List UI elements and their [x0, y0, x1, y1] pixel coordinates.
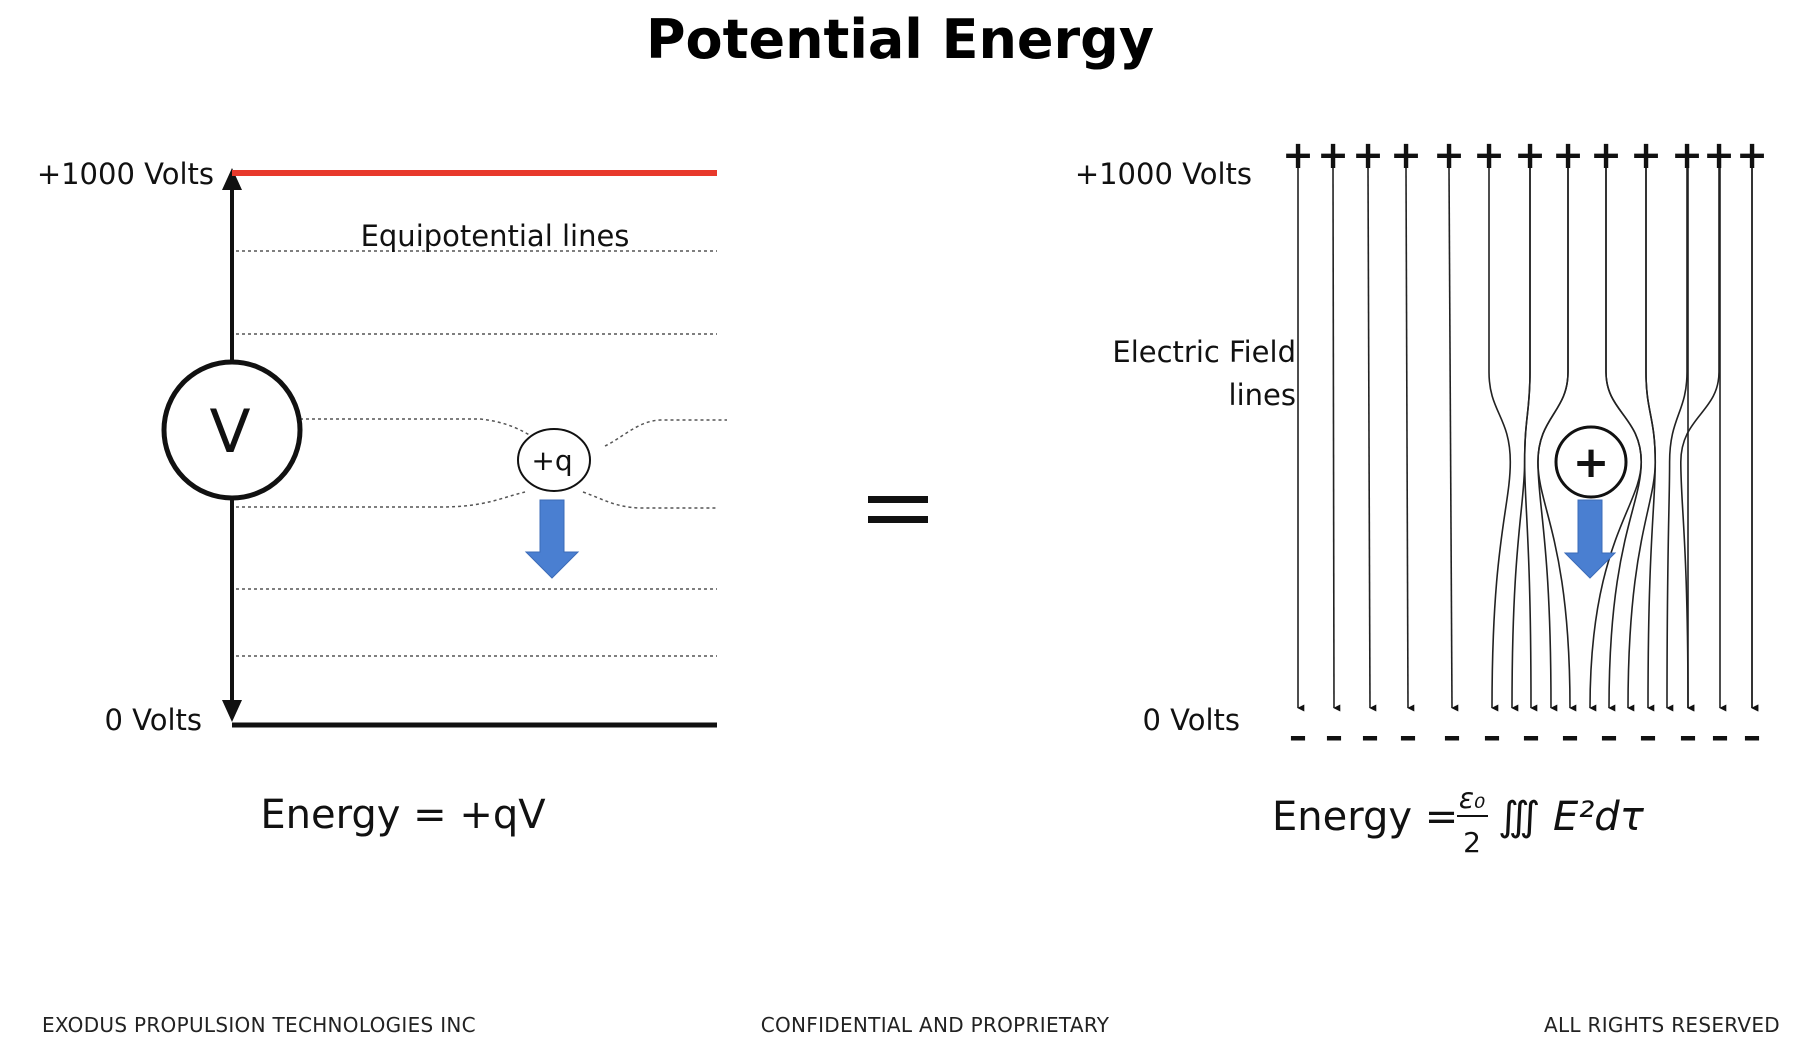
equals-sign — [868, 496, 928, 523]
energy-prefix: Energy = — [1272, 794, 1471, 840]
equipotential-line-curved — [300, 418, 727, 447]
right-panel: +++++++++++++ ––––––––––––– + +1000 Volt… — [1075, 133, 1768, 859]
plus-charge: + — [1703, 133, 1735, 177]
field-line — [1332, 167, 1341, 712]
voltage-axis-bottom-arrow — [222, 700, 242, 722]
right-charge-symbol: + — [1573, 437, 1610, 488]
field-lines-label-1: Electric Field — [1112, 335, 1296, 369]
plus-charge: + — [1736, 133, 1768, 177]
plus-charge: + — [1590, 133, 1622, 177]
minus-charge: – — [1361, 716, 1379, 757]
field-line — [1488, 168, 1512, 712]
equipotential-label: Equipotential lines — [361, 219, 630, 253]
electric-field-lines — [1297, 167, 1759, 712]
bottom-voltage-label: 0 Volts — [104, 703, 202, 737]
voltmeter-circle — [161, 359, 303, 501]
minus-charge: – — [1639, 716, 1657, 757]
minus-charge: – — [1443, 716, 1461, 757]
top-voltage-label: +1000 Volts — [37, 157, 214, 191]
plus-charge: + — [1514, 133, 1546, 177]
field-line — [1627, 168, 1657, 712]
field-line — [1405, 167, 1415, 712]
field-line — [1666, 168, 1688, 712]
minus-charge: – — [1711, 716, 1729, 757]
bottom-plate-charges: ––––––––––––– — [1289, 716, 1761, 757]
voltage-axis-top-arrow — [222, 168, 242, 190]
footer-rights: ALL RIGHTS RESERVED — [1543, 1013, 1780, 1037]
left-panel: V +q +1000 Volts 0 Volts Equipotential l… — [37, 157, 727, 838]
field-line — [1448, 167, 1459, 712]
right-bottom-voltage-label: 0 Volts — [1142, 703, 1240, 737]
field-line — [1367, 167, 1377, 712]
plus-charge: + — [1433, 133, 1465, 177]
field-lines-label-2: lines — [1229, 378, 1296, 412]
right-force-arrow-down — [1563, 499, 1617, 579]
field-line — [1523, 168, 1538, 712]
right-charge-circle — [1554, 425, 1628, 499]
fraction-numerator: ε₀ — [1459, 782, 1485, 815]
page-title: Potential Energy — [645, 8, 1155, 71]
left-energy-formula: Energy = +qV — [260, 792, 546, 838]
plus-charge: + — [1552, 133, 1584, 177]
field-line — [1645, 168, 1657, 712]
right-top-voltage-label: +1000 Volts — [1075, 157, 1252, 191]
field-line — [1537, 168, 1569, 712]
minus-charge: – — [1325, 716, 1343, 757]
potential-energy-diagram: V +q +1000 Volts 0 Volts Equipotential l… — [37, 133, 1768, 859]
field-line — [1679, 168, 1720, 712]
charge-label: +q — [531, 444, 572, 477]
plus-charge: + — [1671, 133, 1703, 177]
fraction-denominator: 2 — [1463, 826, 1481, 859]
footer-company: EXODUS PROPULSION TECHNOLOGIES INC — [42, 1013, 476, 1037]
charge-circle — [517, 428, 591, 492]
minus-charge: – — [1522, 716, 1540, 757]
minus-charge: – — [1399, 716, 1417, 757]
field-line — [1537, 168, 1577, 712]
field-line — [1511, 168, 1531, 712]
plus-charge: + — [1317, 133, 1349, 177]
equipotential-line-curved — [236, 491, 717, 509]
integral-expression: ∭ E²dτ — [1498, 794, 1645, 840]
force-arrow-down — [524, 499, 580, 579]
minus-charge: – — [1483, 716, 1501, 757]
voltmeter-symbol: V — [209, 397, 250, 467]
plus-charge: + — [1282, 133, 1314, 177]
right-energy-formula: Energy = ε₀ 2 ∭ E²dτ — [1272, 782, 1645, 859]
field-line — [1605, 168, 1643, 712]
footer-confidential: CONFIDENTIAL AND PROPRIETARY — [760, 1013, 1110, 1037]
minus-charge: – — [1600, 716, 1618, 757]
equipotential-lines — [236, 250, 727, 657]
minus-charge: – — [1289, 716, 1307, 757]
plus-charge: + — [1352, 133, 1384, 177]
plus-charge: + — [1473, 133, 1505, 177]
plus-charge: + — [1630, 133, 1662, 177]
plus-charge: + — [1390, 133, 1422, 177]
minus-charge: – — [1743, 716, 1761, 757]
minus-charge: – — [1561, 716, 1579, 757]
minus-charge: – — [1679, 716, 1697, 757]
top-plate-charges: +++++++++++++ — [1282, 133, 1768, 177]
